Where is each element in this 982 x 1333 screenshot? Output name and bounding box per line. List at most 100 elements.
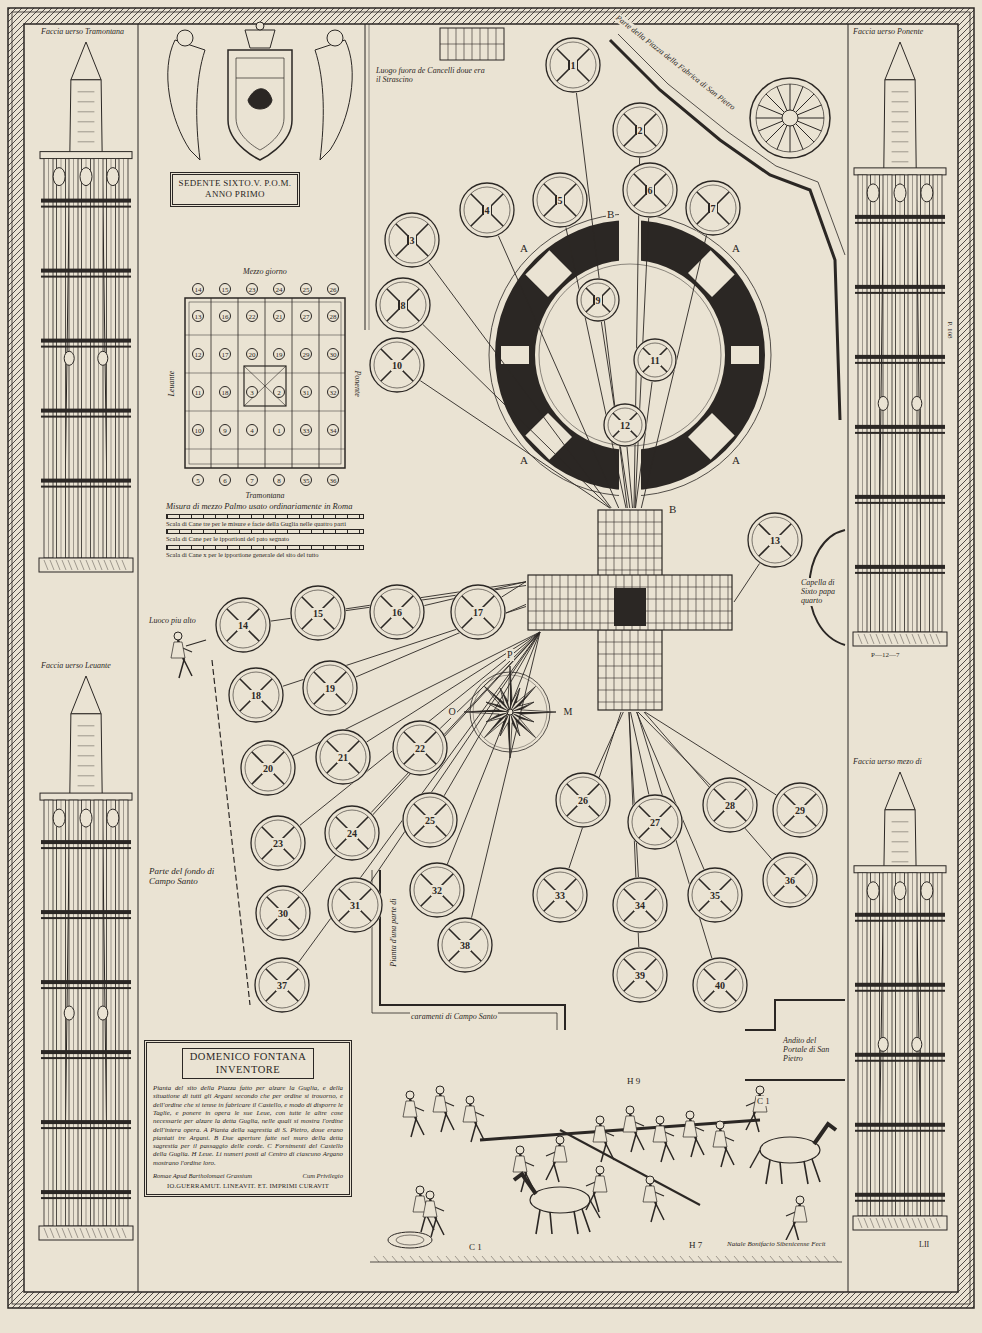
compass-point-shade (510, 687, 535, 712)
frame-beam (528, 587, 732, 588)
beam-number: 12 (192, 348, 204, 360)
capstan-circle: 7 (685, 180, 741, 236)
ground-hatch (824, 1256, 829, 1262)
capstan-number: 8 (400, 300, 407, 311)
capstan-drum (273, 838, 283, 848)
binding-band (41, 847, 131, 849)
capstan-drum (710, 890, 720, 900)
capstan-lever (347, 741, 359, 753)
binding-band (855, 362, 945, 364)
capstan-ring (556, 773, 610, 827)
ground-hatch (662, 1256, 667, 1262)
pulley-block (867, 184, 879, 202)
capstan-number: 17 (472, 607, 484, 618)
wheel-spoke (793, 125, 803, 149)
capstan-lever (491, 214, 503, 226)
scaffold-crossbeam (854, 866, 946, 873)
scale-caption: Scala di Cane per le ipportioni del pato… (166, 535, 364, 542)
rope (636, 382, 653, 508)
boundary-line (369, 24, 370, 330)
capstan-lever (416, 244, 428, 256)
capstan-lever (359, 909, 371, 921)
capstan-circle: 6 (622, 162, 678, 218)
capstan-track (537, 177, 583, 223)
base-hatch (882, 634, 886, 644)
pulley-block (107, 809, 119, 827)
capstan-circle: 8 (375, 277, 431, 333)
capstan-number: 14 (237, 620, 249, 631)
beam-grain (862, 175, 863, 632)
binding-band (41, 416, 131, 418)
capstan-lever (469, 929, 481, 941)
capstan-ring (328, 878, 382, 932)
capstan-number: 40 (714, 980, 726, 991)
capstan-ring (385, 213, 439, 267)
wheel-spoke (790, 84, 791, 110)
binding-band (41, 1120, 131, 1124)
binding-band (41, 199, 131, 203)
shaft-hatch (78, 765, 95, 766)
capstan-circle: 2 (612, 102, 668, 158)
place-label: Natale Bonifacio Sibenicense Fecit (726, 1240, 827, 1248)
pulley-block (921, 882, 933, 900)
capstan-ring (693, 958, 747, 1012)
pulley-block (80, 809, 92, 827)
capstan-lever (401, 596, 413, 608)
capstan-lever (462, 616, 474, 628)
figure-head (596, 1166, 604, 1174)
capstan-ring (577, 279, 619, 321)
capstan-lever (567, 804, 579, 816)
ground-hatch (590, 1256, 595, 1262)
binding-band (41, 987, 131, 989)
ground-hatch (608, 1256, 613, 1262)
figure-head (516, 1146, 524, 1154)
capstan-track (442, 922, 488, 968)
obelisk-base (39, 1226, 133, 1240)
obelisk-shaft (64, 714, 108, 1226)
base-hatch (98, 1228, 102, 1238)
frame-beam (598, 678, 662, 679)
beam-number: 36 (327, 474, 339, 486)
capstan-drum (277, 980, 287, 990)
capstan-lever (287, 917, 299, 929)
ground-hatch (581, 1256, 586, 1262)
ground-hatch (599, 1256, 604, 1262)
figure-legs (441, 1114, 454, 1132)
base-hatch (858, 1218, 862, 1228)
capstan-circle: 10 (369, 337, 425, 393)
base-hatch (110, 560, 114, 570)
shaft-hatch (892, 161, 909, 162)
binding-band (41, 910, 131, 914)
place-label: C 1 (756, 1096, 771, 1106)
beam-number: 9 (219, 424, 231, 436)
capstan-ring (546, 38, 600, 92)
binding-band (855, 1053, 945, 1057)
scaffold-beam (896, 175, 905, 632)
capstan-track (374, 342, 420, 388)
capstan-ring (403, 793, 457, 847)
capstan-ring (533, 173, 587, 227)
capstan-number: 36 (784, 875, 796, 886)
beam-grain (925, 873, 926, 1216)
capstan-track (617, 882, 663, 928)
capstan-track (307, 665, 353, 711)
wheel-spoke (798, 118, 824, 119)
rope (420, 381, 610, 508)
capstan-ring (370, 338, 424, 392)
capstan-number: 37 (276, 980, 288, 991)
capstan-circle: 33 (532, 867, 588, 923)
beam-number: 30 (327, 348, 339, 360)
frame-beam (696, 575, 697, 630)
pulley-block (878, 1037, 888, 1051)
rope (440, 632, 540, 729)
base-hatch (86, 560, 90, 570)
castle-frame (528, 575, 732, 630)
capstan-track (260, 890, 306, 936)
capstan-lever (624, 134, 636, 146)
capstan-circle: 37 (254, 957, 310, 1013)
rotated-label: Ponente (353, 369, 362, 397)
binding-band (41, 486, 131, 488)
frame-beam (576, 575, 577, 630)
sighting-staff (186, 640, 206, 646)
rope (645, 712, 776, 795)
